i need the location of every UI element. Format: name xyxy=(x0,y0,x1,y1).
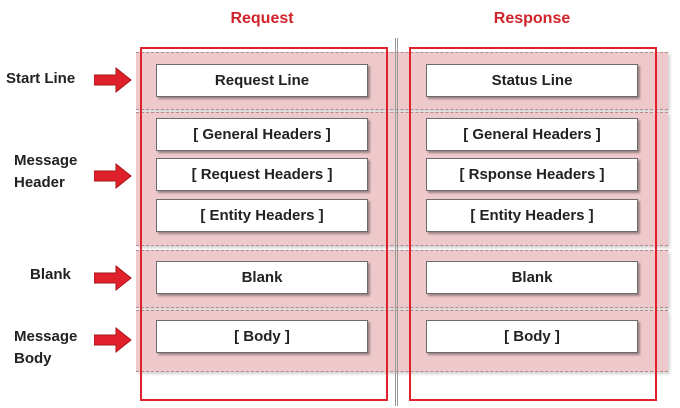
message-header-label-line2: Header xyxy=(14,174,65,191)
message-body-label-line1: Message xyxy=(14,328,78,345)
response-entity-headers-box: [ Entity Headers ] xyxy=(426,199,638,232)
request-general-headers-box: [ General Headers ] xyxy=(156,118,368,151)
response-general-headers-box: [ General Headers ] xyxy=(426,118,638,151)
status-line-box: Status Line xyxy=(426,64,638,97)
request-line-box: Request Line xyxy=(156,64,368,97)
response-headers-box: [ Rsponse Headers ] xyxy=(426,158,638,191)
blank-label-text: Blank xyxy=(30,266,71,283)
response-body-box: [ Body ] xyxy=(426,320,638,353)
response-column-title: Response xyxy=(493,10,571,27)
response-blank-box: Blank xyxy=(426,261,638,294)
response-column-frame xyxy=(409,47,657,401)
column-divider xyxy=(395,38,398,406)
start-line-arrow-icon xyxy=(94,67,132,93)
blank-label: Blank xyxy=(30,264,126,286)
request-column-title: Request xyxy=(230,10,294,27)
message-header-arrow-icon xyxy=(94,163,132,189)
request-headers-box: [ Request Headers ] xyxy=(156,158,368,191)
blank-arrow-icon xyxy=(94,265,132,291)
start-line-label: Start Line xyxy=(6,68,102,90)
message-body-label-line2: Body xyxy=(14,350,52,367)
request-column-frame xyxy=(140,47,388,401)
message-header-label-line1: Message xyxy=(14,152,78,169)
request-entity-headers-box: [ Entity Headers ] xyxy=(156,199,368,232)
start-line-label-text: Start Line xyxy=(6,70,76,87)
request-body-box: [ Body ] xyxy=(156,320,368,353)
request-blank-box: Blank xyxy=(156,261,368,294)
message-header-label: Message Header xyxy=(14,150,110,194)
message-body-label: Message Body xyxy=(14,326,110,370)
message-body-arrow-icon xyxy=(94,327,132,353)
